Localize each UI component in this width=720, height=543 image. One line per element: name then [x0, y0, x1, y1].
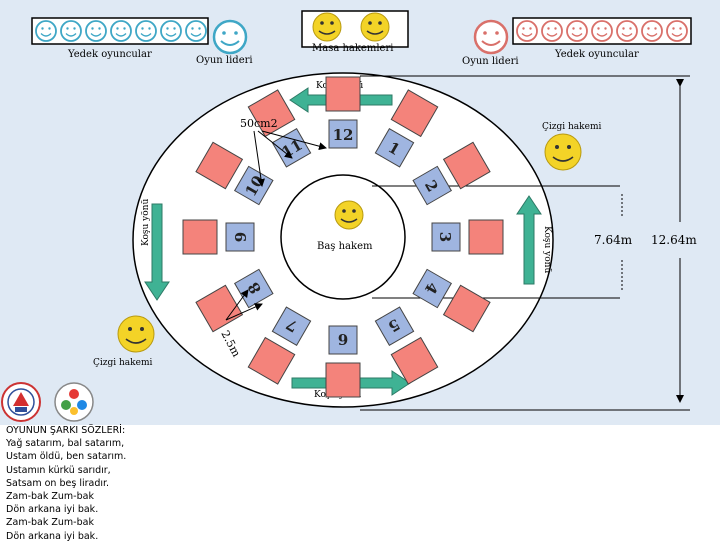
- bench-player-face-icon: [616, 20, 638, 42]
- bench-player-face-icon: [666, 20, 688, 42]
- ministry-logo: [1, 382, 41, 422]
- head-referee-label: Baş hakem: [317, 241, 373, 252]
- lyrics-line: Dön arkana iyi bak.: [6, 504, 99, 516]
- player-5-blue-square: 5: [374, 306, 415, 347]
- player-number-label: 3: [436, 232, 454, 242]
- player-4-red-square: [442, 284, 491, 333]
- player-9-red-square: [182, 219, 218, 255]
- leader-face-left: [212, 19, 248, 55]
- head-referee-face: [334, 200, 364, 230]
- player-9-blue-square: 9: [225, 222, 255, 252]
- player-7-blue-square: 7: [271, 306, 312, 347]
- bench-player-face-icon: [60, 20, 82, 42]
- bench-player-face-icon: [566, 20, 588, 42]
- bench-player-face-icon: [641, 20, 663, 42]
- bench-player-face-icon: [541, 20, 563, 42]
- bench-player-face-icon: [160, 20, 182, 42]
- bench-label-right: Yedek oyuncular: [554, 49, 639, 60]
- bench-label-left: Yedek oyuncular: [67, 49, 152, 60]
- bench-player-face-icon: [185, 20, 207, 42]
- player-8-red-square: [195, 284, 244, 333]
- arrow-left-down: [144, 203, 170, 301]
- area-pointer-1: [253, 130, 265, 187]
- line-judge-top-label: Çizgi hakemi: [542, 122, 601, 132]
- player-5-red-square: [390, 336, 439, 385]
- line-judge-top-face: [544, 133, 582, 171]
- player-number-label: 12: [333, 126, 354, 144]
- bench-player-face-icon: [110, 20, 132, 42]
- player-4-blue-square: 4: [412, 268, 453, 309]
- leader-label-left: Oyun lideri: [196, 55, 253, 66]
- player-12-red-square: [325, 76, 361, 112]
- player-2-blue-square: 2: [412, 165, 453, 206]
- inner-circle: [280, 174, 406, 300]
- player-1-red-square: [390, 89, 439, 138]
- player-1-blue-square: 1: [374, 127, 415, 168]
- lyrics-line: Ustam öldü, ben satarım.: [6, 451, 127, 463]
- game-diagram: Yedek oyuncular Oyun lideri Masa hakemle…: [31, 10, 697, 411]
- logos: [1, 382, 94, 422]
- player-3-blue-square: 3: [431, 222, 461, 252]
- bench-player-face-icon: [591, 20, 613, 42]
- run-direction-left: Koşu yönü: [141, 199, 151, 246]
- line-judge-bottom-label: Çizgi hakemi: [93, 358, 152, 368]
- lyrics-line: Yağ satarım, bal satarım,: [6, 438, 125, 450]
- player-11-red-square: [247, 89, 296, 138]
- bench-player-face-icon: [135, 20, 157, 42]
- bench-player-face-icon: [35, 20, 57, 42]
- run-direction-right: Koşu yönü: [542, 226, 552, 273]
- player-10-red-square: [195, 141, 244, 190]
- outer-diameter-label: 12.64m: [651, 233, 697, 247]
- bench-player-face-icon: [85, 20, 107, 42]
- gap-pointer-1: [225, 289, 249, 321]
- player-10-blue-square: 10: [233, 165, 274, 206]
- bench-player-face-icon: [516, 20, 538, 42]
- lyrics-line: Ustamın kürkü sarıdır,: [6, 464, 111, 476]
- area-pointer-2: [257, 130, 293, 159]
- player-2-red-square: [442, 141, 491, 190]
- bench-left-faces: [35, 20, 207, 42]
- table-referee-label: Masa hakemleri: [312, 43, 393, 54]
- player-number-label: 6: [338, 330, 348, 348]
- player-number-label: 9: [232, 232, 250, 242]
- gap-pointer-2: [225, 303, 263, 321]
- area-pointer-3: [261, 130, 327, 151]
- area-label: 50cm2: [240, 117, 278, 130]
- arrow-right-up: [516, 195, 542, 285]
- player-7-red-square: [247, 336, 296, 385]
- lyrics-line: Satsam on beş liradır.: [6, 477, 110, 489]
- lyrics-block: OYUNUN ŞARKI SÖZLERİ: Yağ satarım, bal s…: [6, 424, 306, 543]
- player-3-red-square: [468, 219, 504, 255]
- line-judge-bottom-face: [117, 315, 155, 353]
- player-8-blue-square: 8: [233, 268, 274, 309]
- table-referee-faces: [312, 12, 390, 42]
- bench-right-faces: [516, 20, 688, 42]
- player-6-red-square: [325, 362, 361, 398]
- school-logo: [54, 382, 94, 422]
- inner-diameter-label: 7.64m: [594, 233, 633, 247]
- leader-face-right: [473, 19, 509, 55]
- lyrics-line: Zam-bak Zum-bak: [6, 491, 94, 503]
- player-6-blue-square: 6: [328, 325, 358, 355]
- player-12-blue-square: 12: [328, 119, 358, 149]
- lyrics-title: OYUNUN ŞARKI SÖZLERİ:: [6, 425, 126, 436]
- leader-label-right: Oyun lideri: [462, 56, 519, 67]
- lyrics-line: Zam-bak Zum-bak: [6, 517, 94, 529]
- lyrics-line: Dön arkana iyi bak.: [6, 530, 99, 542]
